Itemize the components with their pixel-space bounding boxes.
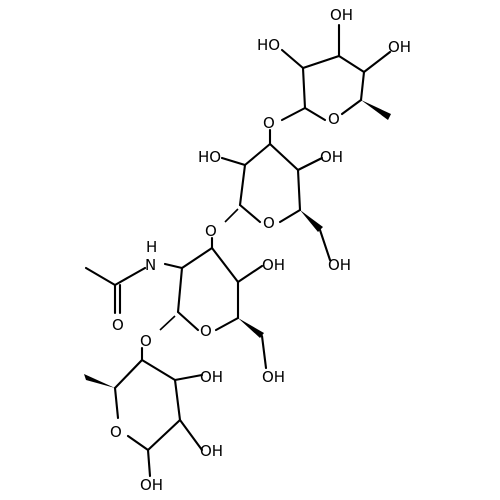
ring-oxygen-label: O xyxy=(263,214,275,232)
glycosidic-oxygen-label: O xyxy=(263,114,275,132)
hydrogen-label: H xyxy=(146,238,157,256)
glcnac-ring xyxy=(84,236,268,370)
oh-label: OH xyxy=(320,148,343,166)
glycosidic-oxygen-label: O xyxy=(205,222,217,240)
ring-oxygen-label: O xyxy=(110,423,122,441)
oh-label: OH xyxy=(388,38,411,56)
oh-label: OH xyxy=(200,368,223,386)
oh-label: OH xyxy=(262,256,285,274)
oh-label: HO xyxy=(198,148,221,166)
fucose-bottom-ring xyxy=(84,346,204,478)
oh-label: OH xyxy=(328,256,351,274)
ring-oxygen-label: O xyxy=(200,322,212,340)
carbonyl-oxygen-label: O xyxy=(112,316,124,334)
fucose-top-ring xyxy=(280,23,392,122)
oh-label: OH xyxy=(330,6,353,24)
oh-label: OH xyxy=(200,442,223,460)
oh-label: OH xyxy=(262,368,285,386)
oh-label: OH xyxy=(140,476,163,494)
atom-labels: HO OH OH O O HO OH O OH O N H O OH O OH … xyxy=(110,6,411,494)
glycosidic-oxygen-label: O xyxy=(140,332,152,350)
nitrogen-label: N xyxy=(145,256,156,274)
oh-label: HO xyxy=(257,36,280,54)
galactose-ring xyxy=(220,128,332,262)
ring-oxygen-label: O xyxy=(328,110,340,128)
